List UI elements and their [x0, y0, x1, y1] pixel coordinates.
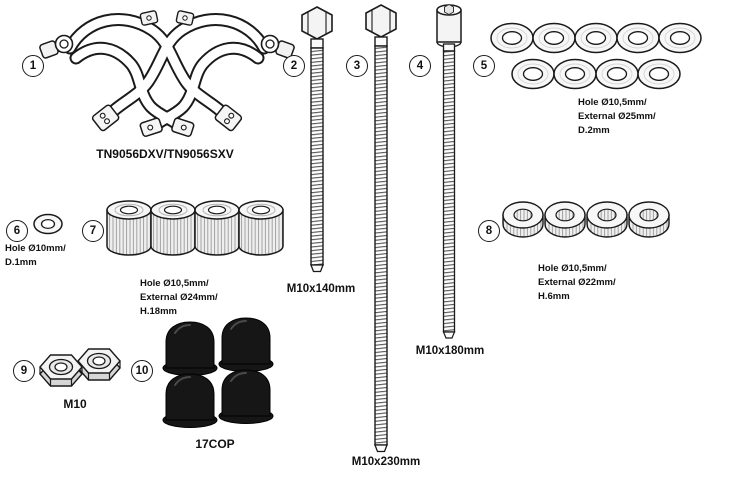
callout-4: 4	[409, 55, 431, 77]
spec-line: External Ø25mm/	[578, 110, 656, 122]
right-clamp	[260, 34, 295, 59]
callout-7: 7	[82, 220, 104, 242]
callout-2: 2	[283, 55, 305, 77]
hex-bolt-140-illustration	[301, 6, 333, 273]
callout-8: 8	[478, 220, 500, 242]
callout-9: 9	[13, 360, 35, 382]
callout-10: 10	[131, 360, 153, 382]
callout-5: 5	[473, 55, 495, 77]
hex-bolt-230-illustration	[365, 4, 397, 453]
label-caps: 17COP	[195, 437, 235, 451]
caps-17cop-illustration	[162, 317, 274, 429]
spacers-o24-illustration	[106, 200, 284, 256]
top-bracket-right	[175, 10, 195, 26]
callout-1: 1	[22, 55, 44, 77]
washers-o22-illustration	[502, 201, 670, 238]
foot-plate-left-outer	[91, 104, 120, 132]
spec-line: Hole Ø10,5mm/	[538, 263, 607, 274]
callout-6: 6	[6, 220, 28, 242]
spec-line: External Ø24mm/	[140, 291, 218, 303]
spec-line: D.2mm	[578, 124, 610, 136]
label-bolt-180: M10x180mm	[415, 345, 485, 357]
spec-line: H.6mm	[538, 290, 570, 302]
label-bolt-140: M10x140mm	[286, 283, 356, 295]
spec-line: Hole Ø10mm/	[5, 243, 66, 254]
left-clamp	[39, 34, 74, 59]
spec-line: H.18mm	[140, 305, 177, 317]
spec-washers-o25: Hole Ø10,5mm/ External Ø25mm/ D.2mm	[578, 96, 656, 137]
foot-plate-left-inner	[139, 117, 163, 137]
spec-spacers-o24: Hole Ø10,5mm/ External Ø24mm/ H.18mm	[140, 277, 218, 318]
crash-bars-illustration	[39, 10, 295, 137]
spec-washers-o22: Hole Ø10,5mm/ External Ø22mm/ H.6mm	[538, 262, 616, 303]
spec-line: External Ø22mm/	[538, 276, 616, 288]
foot-plate-right-outer	[214, 104, 243, 132]
spec-line: Hole Ø10,5mm/	[578, 97, 647, 108]
socket-bolt-180-illustration	[436, 3, 462, 339]
spec-line: Hole Ø10,5mm/	[140, 278, 209, 289]
foot-plate-right-inner	[171, 117, 195, 137]
washer-o10-illustration	[33, 213, 63, 235]
callout-3: 3	[346, 55, 368, 77]
nuts-m10-illustration	[39, 348, 121, 387]
spec-line: D.1mm	[5, 256, 37, 268]
washers-o25-illustration	[490, 22, 702, 90]
label-crash-bars: TN9056DXV/TN9056SXV	[96, 147, 234, 161]
label-nuts: M10	[63, 397, 87, 411]
spec-washer-o10: Hole Ø10mm/ D.1mm	[5, 242, 66, 270]
top-bracket-left	[139, 10, 159, 26]
label-bolt-230: M10x230mm	[351, 456, 421, 468]
